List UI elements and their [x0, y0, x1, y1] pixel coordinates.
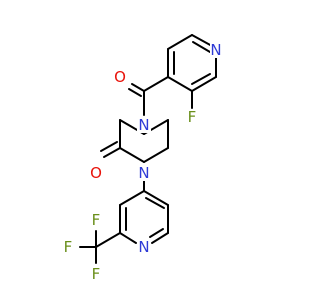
atom-label-pyridine-n-top: N: [210, 41, 223, 59]
atom-text: O: [114, 68, 126, 86]
bond: [167, 34, 193, 50]
bond: [103, 147, 121, 158]
atom-label-piperazine-n-bottom: N: [137, 164, 151, 182]
atom-label-piperazine-n-top: N: [137, 116, 151, 134]
atom-text: N: [138, 116, 149, 134]
atom-label-cf3-fluorine-bottom: F: [90, 265, 102, 283]
atom-text: N: [138, 164, 149, 182]
bond: [95, 232, 121, 248]
atom-text: F: [64, 238, 73, 256]
bond: [145, 197, 165, 209]
bond: [131, 83, 145, 92]
bond: [149, 228, 164, 238]
atom-label-cf3-fluorine-left: F: [62, 238, 74, 256]
atom-label-fluorine-top: F: [186, 108, 198, 126]
atom-label-carbonyl-oxygen: O: [113, 68, 127, 86]
bond: [119, 147, 145, 163]
bond: [119, 190, 145, 206]
atom-text: O: [90, 164, 102, 182]
atom-label-cf3-fluorine-top: F: [90, 211, 102, 229]
atom-label-lactam-oxygen: O: [89, 164, 103, 182]
bond: [191, 76, 217, 92]
atom-text: F: [188, 108, 197, 126]
bond: [191, 73, 211, 85]
bond: [119, 232, 137, 244]
atom-labels: N F O N O N N F: [62, 41, 223, 283]
bond: [143, 76, 169, 92]
bonds: [79, 34, 217, 264]
bond: [192, 41, 211, 53]
bond: [191, 34, 213, 47]
bond: [128, 88, 142, 97]
bond: [143, 147, 169, 163]
bond: [167, 76, 193, 92]
atom-text: N: [138, 238, 149, 256]
bond: [100, 141, 118, 152]
atom-text: F: [92, 211, 101, 229]
atom-text: N: [210, 41, 221, 59]
molecule-structure: N F O N O N N F: [62, 34, 223, 283]
atom-text: F: [92, 265, 101, 283]
bond: [151, 232, 169, 244]
atom-label-pyridine-n-bottom: N: [137, 238, 151, 256]
bond: [143, 190, 169, 206]
